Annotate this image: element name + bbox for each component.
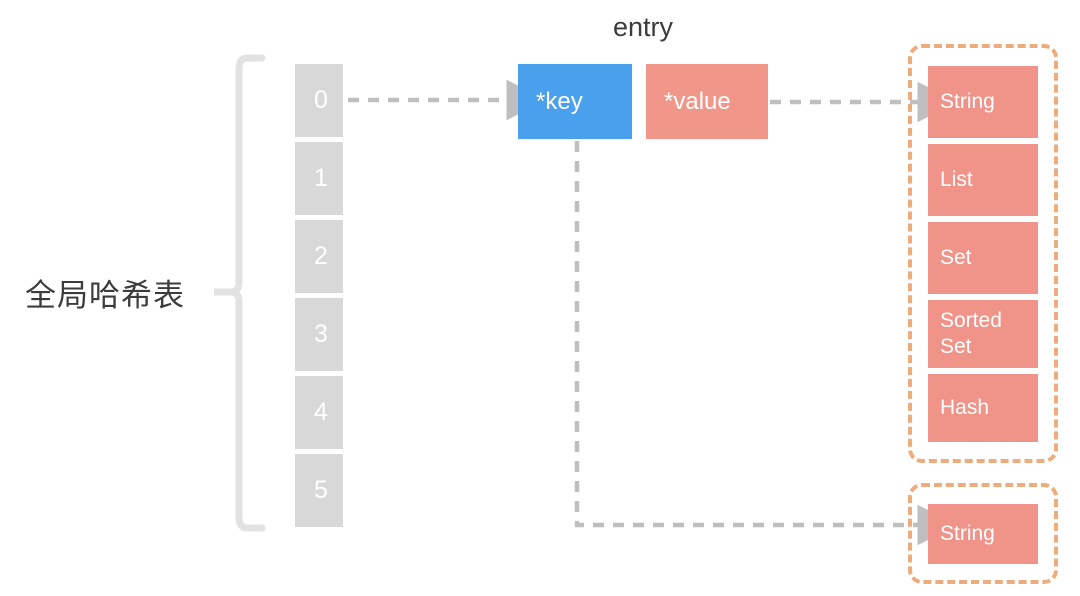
value-type-label: List — [940, 168, 973, 192]
value-type-string-secondary[interactable]: String — [928, 504, 1038, 564]
entry-value-box[interactable]: *value — [646, 64, 768, 139]
bucket-index-label: 0 — [314, 86, 328, 114]
bucket-slot-2[interactable]: 2 — [295, 220, 343, 293]
value-type-list[interactable]: List — [928, 144, 1038, 216]
value-type-sorted-set[interactable]: Sorted Set — [928, 300, 1038, 368]
global-hash-table-label: 全局哈希表 — [25, 278, 185, 314]
hash-table-bracket — [214, 54, 266, 532]
value-type-label: Hash — [940, 396, 990, 420]
value-type-label: Sorted Set — [940, 309, 1002, 358]
value-type-hash[interactable]: Hash — [928, 374, 1038, 442]
entry-key-box[interactable]: *key — [518, 64, 632, 139]
bucket-index-label: 5 — [314, 476, 328, 504]
bucket-slot-1[interactable]: 1 — [295, 142, 343, 215]
bucket-index-label: 4 — [314, 398, 328, 426]
value-types-primary-group — [908, 44, 1058, 463]
value-types-secondary-group — [908, 483, 1058, 584]
bucket-slot-4[interactable]: 4 — [295, 376, 343, 449]
value-type-label: Set — [940, 246, 972, 270]
value-type-label: String — [940, 90, 995, 114]
bucket-slot-3[interactable]: 3 — [295, 298, 343, 371]
bucket-index-label: 3 — [314, 320, 328, 348]
entry-title: entry — [612, 12, 674, 42]
value-type-label: String — [940, 522, 995, 546]
value-type-set[interactable]: Set — [928, 222, 1038, 294]
bucket-slot-0[interactable]: 0 — [295, 64, 343, 137]
bucket-index-label: 1 — [314, 164, 328, 192]
arrow-key-to-string-secondary — [574, 141, 958, 546]
bucket-slot-5[interactable]: 5 — [295, 454, 343, 527]
value-type-string[interactable]: String — [928, 66, 1038, 138]
bucket-index-label: 2 — [314, 242, 328, 270]
entry-node: *key *value — [518, 64, 768, 139]
